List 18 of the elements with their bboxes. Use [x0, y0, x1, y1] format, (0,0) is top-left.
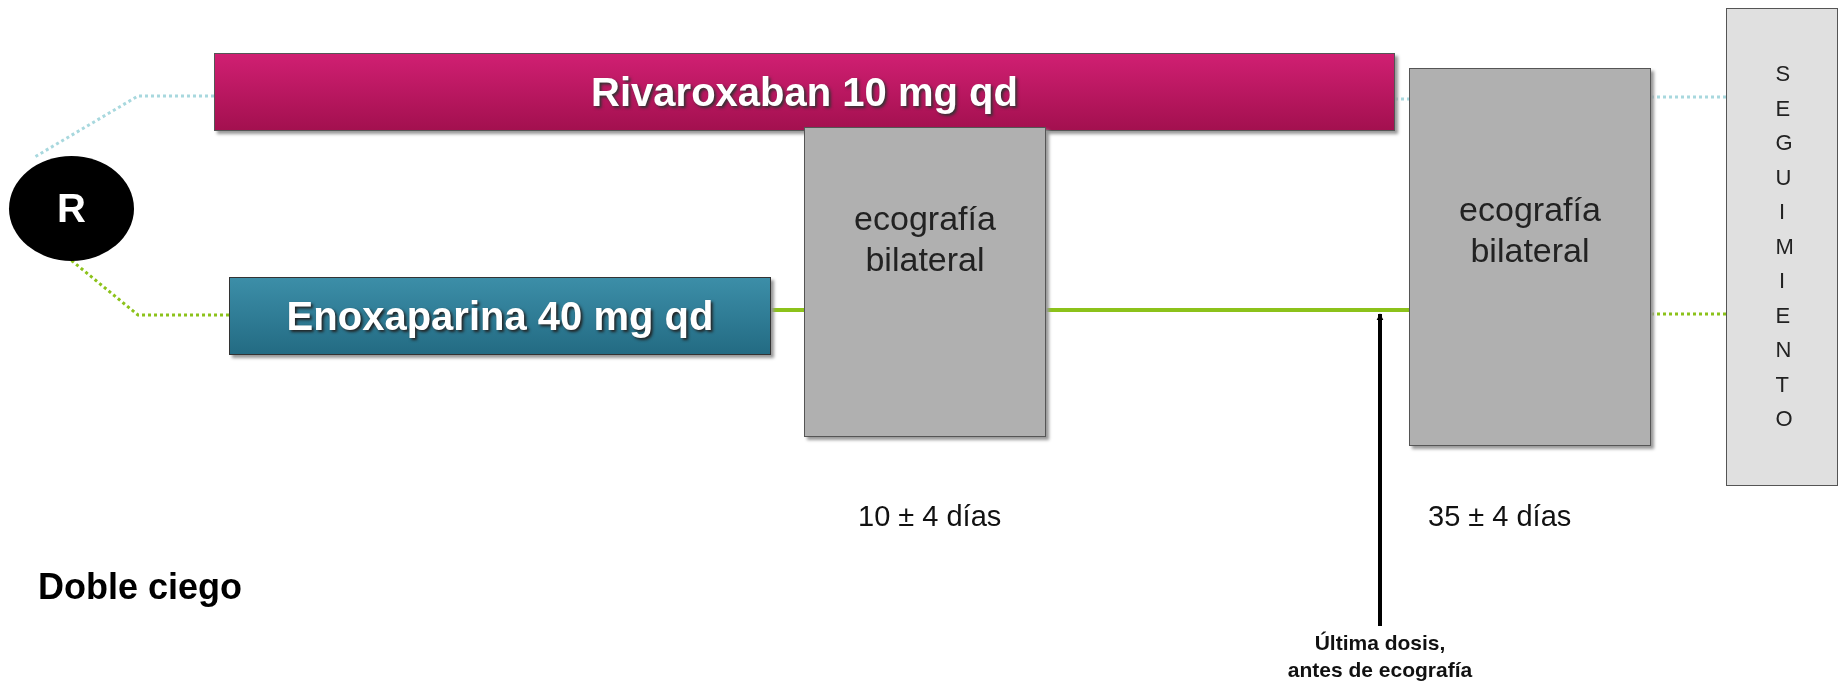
arrow [1376, 313, 1384, 626]
treatment-bar: Enoxaparina 40 mg qd [229, 277, 771, 355]
connector-line [1651, 95, 1726, 99]
exam-box: ecografía bilateral [804, 127, 1046, 437]
exam-box: ecografía bilateral [1409, 68, 1651, 446]
connector-line [1651, 312, 1726, 316]
duration-label: 10 ± 4 días [858, 500, 1002, 533]
note-text: Última dosis, antes de ecografía [1286, 629, 1474, 683]
connector-line [70, 259, 229, 317]
study-note: Doble ciego [38, 566, 243, 608]
duration-label: 35 ± 4 días [1428, 500, 1572, 533]
connector-line [771, 308, 804, 312]
treatment-bar: Rivaroxaban 10 mg qd [214, 53, 1395, 131]
connector-line [1395, 97, 1409, 101]
connector-line [1046, 308, 1409, 312]
randomization-circle: R [9, 156, 134, 261]
follow-up-box: SEGUIMIENTO [1726, 8, 1838, 486]
connector-line [34, 94, 214, 158]
